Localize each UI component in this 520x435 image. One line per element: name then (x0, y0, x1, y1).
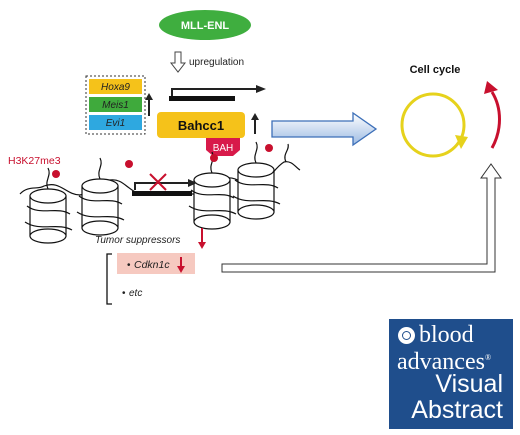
cell-cycle-label: Cell cycle (410, 64, 461, 76)
logo-line-3: Visual (435, 370, 503, 398)
nucleosome-1 (24, 188, 73, 244)
etc-label: etc (129, 288, 142, 299)
bahcc1-label: Bahcc1 (178, 118, 224, 133)
cdkn1c-label: Cdkn1c (134, 259, 170, 271)
gene-box-hoxa9 (89, 79, 142, 94)
histone-mark-label: H3K27me3 (8, 155, 61, 167)
active-gene-bar (169, 96, 235, 101)
repressed-gene-bar (132, 191, 192, 196)
suppressor-bracket (106, 253, 112, 305)
cell-cycle-arrowhead (455, 135, 468, 149)
mll-enl-label: MLL-ENL (181, 20, 230, 32)
nucleosome-4 (232, 162, 281, 220)
logo-line-2: advances® (397, 349, 492, 375)
elbow-arrow (221, 163, 502, 273)
cell-cycle-circle (400, 92, 466, 158)
bahcc1-box (157, 112, 245, 138)
tumor-suppressors-label: Tumor suppressors (95, 235, 180, 246)
upregulation-arrow (169, 51, 187, 73)
target-gene-panel (85, 75, 146, 135)
nucleosome-2 (76, 178, 125, 236)
cdkn1c-box (117, 253, 195, 274)
logo-line-1: blood (419, 322, 474, 348)
journal-logo: blood advances® Visual Abstract (389, 319, 513, 429)
upregulation-label: upregulation (189, 57, 244, 68)
gene-box-meis1 (89, 97, 142, 112)
cdkn1c-bullet: • (127, 260, 131, 271)
gene-label-hoxa9: Hoxa9 (101, 82, 130, 93)
gene-box-evi1 (89, 115, 142, 130)
repressed-gene-arrow (134, 182, 190, 190)
nucleosome-3 (188, 172, 237, 230)
active-gene-arrow (171, 88, 258, 96)
seal-icon (398, 327, 415, 344)
logo-line-4: Abstract (411, 396, 503, 424)
repression-cross (149, 173, 167, 191)
cell-cycle-red-arrow (490, 91, 501, 149)
gene-label-evi1: Evi1 (106, 118, 125, 129)
bah-domain (206, 138, 240, 156)
mll-enl-oval (159, 10, 251, 40)
bah-label: BAH (213, 143, 234, 154)
big-blue-arrow (271, 111, 378, 147)
h3k27me3-marks (52, 144, 273, 178)
gene-label-meis1: Meis1 (102, 100, 129, 111)
etc-bullet: • (122, 288, 126, 299)
chromatin (19, 141, 301, 244)
